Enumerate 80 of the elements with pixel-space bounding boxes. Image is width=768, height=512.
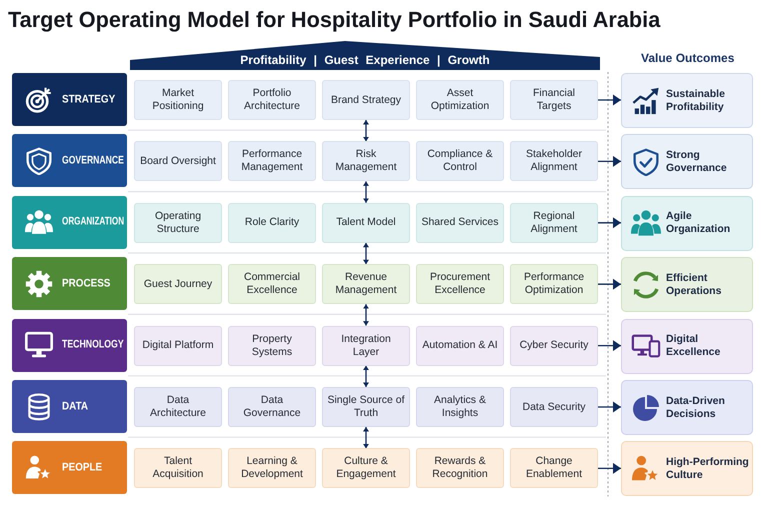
- arrow: [598, 218, 621, 227]
- capability-tile: Performance Optimization: [510, 264, 598, 304]
- pillar-header: [12, 441, 127, 494]
- arrow: [598, 157, 621, 166]
- capability-tile: Regional Alignment: [510, 202, 598, 243]
- capability-tile: Talent Acquisition: [134, 448, 222, 488]
- capability-tile: Analytics & Insights: [416, 387, 504, 427]
- pillar-title: TECHNOLOGY: [62, 338, 124, 352]
- capability-tile: Integration Layer: [322, 326, 410, 366]
- arrow: [598, 280, 621, 288]
- outcome-card: [621, 380, 753, 435]
- capability-tile: Rewards & Recognition: [416, 448, 504, 488]
- double-arrow: [364, 181, 368, 203]
- arrow: [598, 342, 621, 350]
- capability-tile: Compliance & Control: [416, 141, 504, 182]
- outcome-card: [621, 73, 753, 128]
- column-heading: Value Outcomes: [641, 51, 734, 65]
- double-arrow: [364, 120, 368, 142]
- pillar-header: [12, 73, 127, 126]
- pillar-header: [12, 134, 127, 188]
- outcome-card: [621, 318, 753, 374]
- pillar-title: PEOPLE: [62, 461, 102, 474]
- capability-tile: Commercial Excellence: [228, 264, 316, 304]
- double-arrow: [364, 242, 368, 264]
- outcome-card: [621, 134, 753, 190]
- pillar-header: [12, 380, 127, 433]
- capability-tile: Financial Targets: [510, 80, 598, 120]
- capability-tile: Talent Model: [322, 202, 410, 243]
- arrow: [598, 403, 621, 411]
- pillar-header: [12, 318, 127, 372]
- capability-tile: Stakeholder Alignment: [510, 141, 598, 182]
- capability-tile: Brand Strategy: [322, 80, 410, 120]
- outcome-card: [621, 441, 753, 496]
- capability-tile: Guest Journey: [134, 264, 222, 304]
- capability-tile: Risk Management: [322, 141, 410, 182]
- capability-tile: Learning & Development: [228, 448, 316, 488]
- pillar-title: STRATEGY: [62, 93, 116, 106]
- capability-tile: Change Enablement: [510, 448, 598, 488]
- banner-text: Profitability | Guest Experience | Growth: [240, 53, 490, 67]
- double-arrow: [364, 427, 368, 448]
- capability-tile: Data Governance: [228, 387, 316, 427]
- double-arrow: [364, 366, 368, 387]
- pillar-header: [12, 257, 127, 310]
- capability-tile: Operating Structure: [134, 202, 222, 243]
- capability-tile: Shared Services: [416, 202, 504, 243]
- pillar-title: DATA: [62, 400, 88, 413]
- capability-tile: Performance Management: [228, 141, 316, 182]
- pillar-title: PROCESS: [62, 277, 110, 290]
- outcome-text: Digital Excellence: [666, 333, 722, 360]
- pillar-title: GOVERNANCE: [62, 154, 124, 168]
- capability-tile: Board Oversight: [134, 141, 222, 182]
- capability-tile: Data Architecture: [134, 387, 222, 427]
- outcome-text: High-Performing Culture: [666, 456, 750, 482]
- capability-tile: Procurement Excellence: [416, 264, 504, 304]
- capability-tile: Automation & AI: [416, 326, 504, 366]
- capability-tile: Asset Optimization: [416, 80, 504, 120]
- diagram-title: Target Operating Model for Hospitality Portfolio in Saudi Arabia: [8, 7, 660, 33]
- pillar-header: [12, 196, 127, 249]
- pillar-title: ORGANIZATION: [62, 216, 124, 229]
- capability-tile: Single Source of Truth: [322, 387, 410, 427]
- outcome-text: Sustainable Profitability: [666, 88, 726, 114]
- arrow: [598, 464, 621, 472]
- outcome-card: [621, 257, 753, 312]
- capability-tile: Portfolio Architecture: [228, 80, 316, 120]
- outcome-text: Efficient Operations: [666, 272, 722, 298]
- arrow: [598, 96, 621, 104]
- outcome-text: Agile Organization: [666, 210, 732, 236]
- capability-tile: Data Security: [510, 387, 598, 427]
- capability-tile: Market Positioning: [134, 80, 222, 120]
- capability-tile: Property Systems: [228, 326, 316, 366]
- capability-tile: Role Clarity: [228, 202, 316, 243]
- capability-tile: Cyber Security: [510, 326, 598, 366]
- capability-tile: Culture & Engagement: [322, 448, 410, 488]
- outcome-text: Strong Governance: [666, 148, 728, 175]
- roof-banner: [130, 41, 600, 71]
- double-arrow: [364, 304, 368, 326]
- capability-tile: Digital Platform: [134, 326, 222, 366]
- outcome-card: [621, 196, 753, 251]
- capability-tile: Revenue Management: [322, 264, 410, 304]
- outcome-text: Data-Driven Decisions: [666, 394, 726, 420]
